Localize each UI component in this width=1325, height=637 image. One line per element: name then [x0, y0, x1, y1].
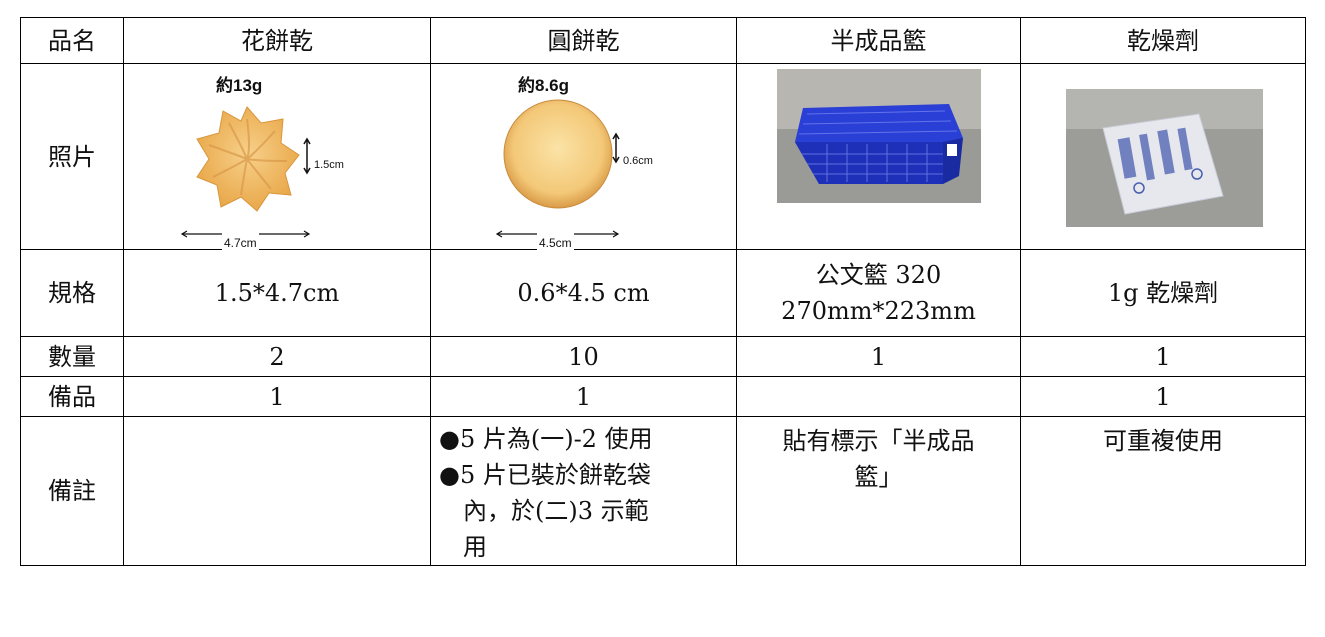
quantity-round: 10	[430, 336, 737, 377]
photo-row: 照片 約13g	[20, 63, 1306, 261]
note-round-line2: ●5 片已裝於餅乾袋	[439, 461, 651, 489]
header-flower-cookie: 花餅乾	[123, 17, 431, 64]
spec-basket: 公文籃 320 270mm*223mm	[736, 249, 1021, 337]
flower-cookie-photo-cell: 約13g	[123, 63, 431, 261]
flower-cookie-image	[180, 106, 311, 238]
product-table: 品名 花餅乾 圓餅乾 半成品籃 乾燥劑 照片 約13g	[20, 17, 1306, 566]
quantity-label: 數量	[20, 336, 124, 377]
spec-basket-line2: 270mm*223mm	[781, 297, 976, 325]
note-basket-line1: 貼有標示「半成品	[782, 427, 975, 455]
basket-image	[777, 69, 981, 203]
note-row: 備註 ●5 片為(一)-2 使用 ●5 片已裝於餅乾袋 內，於(二)3 示範 用…	[20, 416, 1306, 566]
spec-round: 0.6*4.5 cm	[430, 249, 737, 337]
quantity-basket: 1	[736, 336, 1021, 377]
spare-basket	[736, 376, 1021, 417]
spare-desiccant: 1	[1020, 376, 1306, 417]
note-round-line3: 內，於(二)3 示範	[439, 497, 649, 525]
header-row: 品名 花餅乾 圓餅乾 半成品籃 乾燥劑	[20, 17, 1306, 64]
note-round-line4: 用	[439, 533, 487, 561]
flower-weight: 約13g	[216, 76, 263, 95]
note-basket: 貼有標示「半成品 籃」	[736, 416, 1021, 566]
header-desiccant: 乾燥劑	[1020, 17, 1306, 64]
note-desiccant: 可重複使用	[1020, 416, 1306, 566]
round-cookie-photo-cell: 約8.6g 0.6cm 4.5cm	[430, 63, 737, 261]
basket-photo-cell	[736, 63, 1021, 250]
quantity-flower: 2	[123, 336, 431, 377]
spec-desiccant: 1g 乾燥劑	[1020, 249, 1306, 337]
flower-width-label: 4.7cm	[222, 225, 259, 261]
header-label: 品名	[20, 17, 124, 64]
spec-flower: 1.5*4.7cm	[123, 249, 431, 337]
spec-basket-line1: 公文籃 320	[815, 261, 942, 289]
spec-label: 規格	[20, 249, 124, 337]
round-width-label: 4.5cm	[537, 225, 574, 261]
quantity-desiccant: 1	[1020, 336, 1306, 377]
round-weight: 約8.6g	[518, 76, 570, 95]
desiccant-photo-cell	[1020, 63, 1306, 250]
spare-label: 備品	[20, 376, 124, 417]
spare-row: 備品 1 1 1	[20, 376, 1306, 417]
round-height-label: 0.6cm	[623, 155, 653, 167]
quantity-row: 數量 2 10 1 1	[20, 336, 1306, 377]
header-round-cookie: 圓餅乾	[430, 17, 737, 64]
note-flower	[123, 416, 431, 566]
desiccant-image	[1066, 89, 1263, 227]
note-label: 備註	[20, 416, 124, 566]
flower-height-label: 1.5cm	[314, 159, 344, 171]
photo-label: 照片	[20, 63, 124, 250]
spare-round: 1	[430, 376, 737, 417]
note-round: ●5 片為(一)-2 使用 ●5 片已裝於餅乾袋 內，於(二)3 示範 用	[430, 416, 737, 566]
header-basket: 半成品籃	[736, 17, 1021, 64]
round-cookie-image	[495, 99, 620, 238]
spare-flower: 1	[123, 376, 431, 417]
note-basket-line2: 籃」	[854, 463, 903, 491]
note-round-line1: ●5 片為(一)-2 使用	[439, 425, 653, 453]
spec-row: 規格 1.5*4.7cm 0.6*4.5 cm 公文籃 320 270mm*22…	[20, 249, 1306, 337]
